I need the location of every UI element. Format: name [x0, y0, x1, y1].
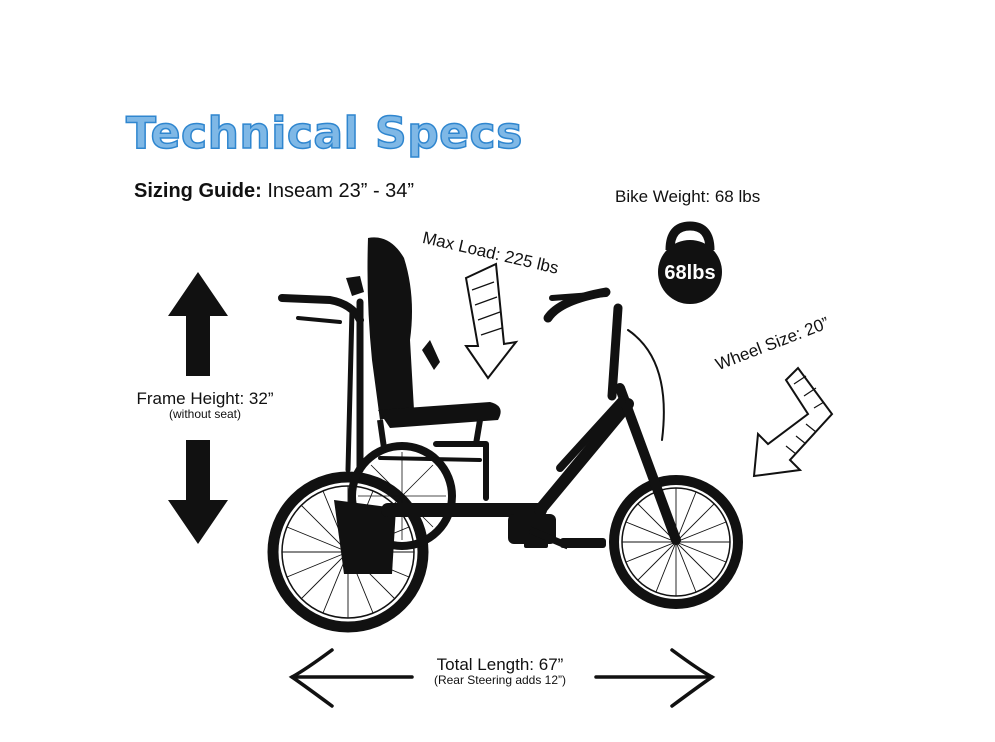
frame-height-note: (without seat) — [168, 406, 242, 421]
sizing-guide-label: Sizing Guide: — [134, 180, 262, 202]
total-length-note: (Rear Steering adds 12”) — [433, 672, 567, 687]
bike-weight-label: Bike Weight: 68 lbs — [615, 187, 761, 206]
frame-height: Frame Height: 32” (without seat) — [120, 390, 290, 420]
right-arrow-icon — [594, 648, 716, 708]
total-length-label: Total Length: 67” — [436, 655, 564, 674]
left-arrow-icon — [288, 648, 414, 708]
total-length: Total Length: 67” (Rear Steering adds 12… — [400, 656, 600, 686]
frame-height-label: Frame Height: 32” — [136, 389, 274, 408]
page-title: Technical Specs — [125, 107, 523, 160]
sizing-guide: Sizing Guide: Inseam 23” - 34” — [134, 180, 414, 203]
kettlebell-icon: 68lbs — [658, 221, 722, 304]
down-arrow-icon — [168, 440, 228, 544]
kettlebell-label: 68lbs — [664, 262, 715, 284]
sizing-guide-value: Inseam 23” - 34” — [267, 180, 415, 202]
down-left-arrow-outline-icon — [752, 366, 834, 478]
down-arrow-outline-icon — [464, 262, 519, 380]
up-arrow-icon — [168, 272, 228, 376]
tricycle-silhouette — [267, 237, 743, 633]
